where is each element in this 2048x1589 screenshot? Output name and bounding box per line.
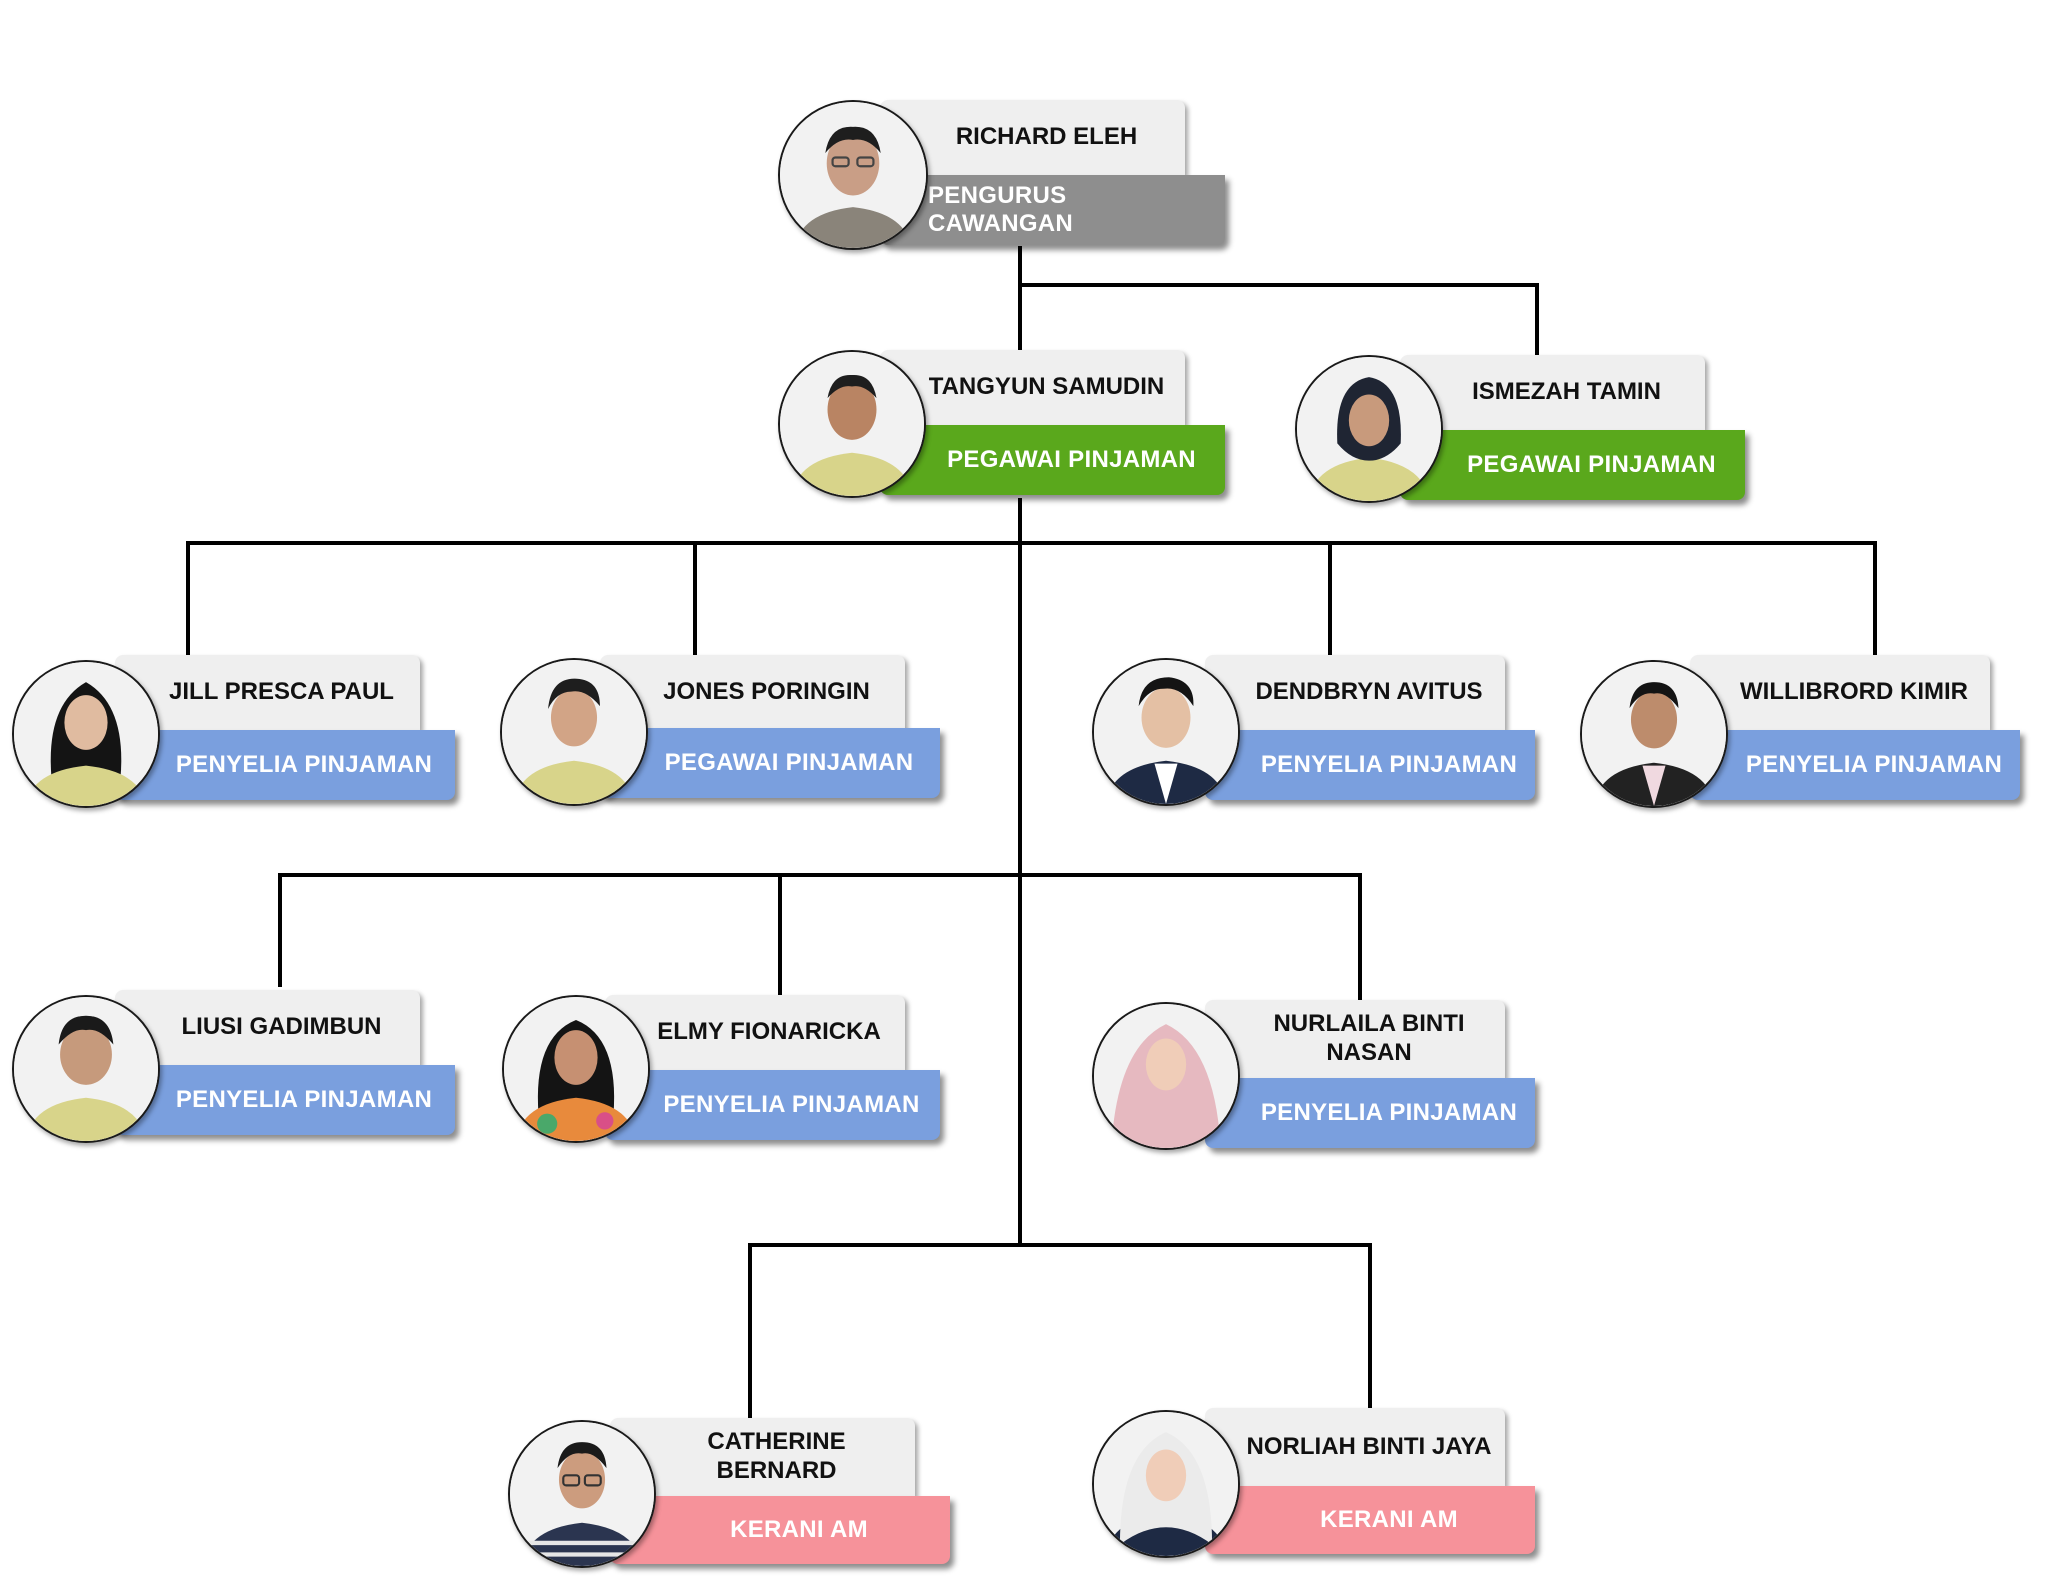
person-name: JILL PRESCA PAUL [169, 678, 394, 706]
role-label: PEGAWAI PINJAMAN [664, 749, 914, 776]
connector-manager-to-officers [1018, 246, 1539, 357]
avatar-photo [12, 660, 160, 808]
role-badge: PENGURUS CAWANGAN [880, 175, 1225, 245]
connector-row5 [748, 1243, 1372, 1420]
avatar-photo [12, 995, 160, 1143]
name-box: LIUSI GADIMBUN [115, 990, 420, 1065]
avatar-photo [778, 100, 928, 250]
role-label: PEGAWAI PINJAMAN [947, 446, 1196, 473]
role-badge: PEGAWAI PINJAMAN [600, 728, 940, 798]
role-badge: KERANI AM [1205, 1486, 1535, 1554]
role-label: PENYELIA PINJAMAN [1260, 751, 1518, 778]
connector-row4 [278, 873, 1362, 1002]
name-box: WILLIBRORD KIMIR [1690, 655, 1990, 730]
person-name: DENDBRYN AVITUS [1255, 678, 1483, 706]
person-name: RICHARD ELEH [955, 123, 1138, 151]
name-box: NORLIAH BINTI JAYA [1205, 1408, 1505, 1486]
person-name: ISMEZAH TAMIN [1472, 378, 1661, 406]
avatar-photo [1092, 658, 1240, 806]
name-box: ISMEZAH TAMIN [1400, 355, 1705, 430]
role-badge: PENYELIA PINJAMAN [1690, 730, 2020, 800]
person-name: ELMY FIONARICKA [657, 1018, 881, 1046]
person-name: JONES PORINGIN [663, 678, 870, 706]
avatar-photo [778, 350, 926, 498]
person-name: NURLAILA BINTI NASAN [1273, 1010, 1465, 1066]
name-box: NURLAILA BINTI NASAN [1205, 1000, 1505, 1078]
name-box: ELMY FIONARICKA [605, 995, 905, 1070]
role-badge: PENYELIA PINJAMAN [115, 730, 455, 800]
person-name: TANGYUN SAMUDIN [928, 373, 1165, 401]
role-badge: PEGAWAI PINJAMAN [1400, 430, 1745, 500]
person-name: NORLIAH BINTI JAYA [1246, 1432, 1492, 1460]
role-label: PENYELIA PINJAMAN [663, 1091, 920, 1118]
role-label: PENYELIA PINJAMAN [1260, 1099, 1518, 1126]
role-label: PENYELIA PINJAMAN [175, 1086, 433, 1113]
role-label: KERANI AM [1320, 1506, 1458, 1533]
role-badge: PENYELIA PINJAMAN [1205, 730, 1535, 800]
avatar-photo [508, 1420, 656, 1568]
name-box: CATHERINE BERNARD [610, 1418, 915, 1496]
role-label: PEGAWAI PINJAMAN [1467, 451, 1716, 478]
role-label: PENYELIA PINJAMAN [1745, 751, 2003, 778]
avatar-photo [500, 658, 648, 806]
name-box: RICHARD ELEH [880, 100, 1185, 175]
role-badge: KERANI AM [610, 1496, 950, 1564]
role-label: KERANI AM [730, 1516, 868, 1543]
role-badge: PEGAWAI PINJAMAN [880, 425, 1225, 495]
avatar-photo [1092, 1002, 1240, 1150]
person-name: WILLIBRORD KIMIR [1740, 678, 1968, 706]
role-badge: PENYELIA PINJAMAN [115, 1065, 455, 1135]
person-name: LIUSI GADIMBUN [181, 1013, 382, 1041]
role-badge: PENYELIA PINJAMAN [1205, 1078, 1535, 1148]
name-box: JONES PORINGIN [600, 655, 905, 730]
name-box: TANGYUN SAMUDIN [880, 350, 1185, 425]
role-badge: PENYELIA PINJAMAN [605, 1070, 940, 1140]
name-box: JILL PRESCA PAUL [115, 655, 420, 730]
role-label: PENYELIA PINJAMAN [175, 751, 433, 778]
avatar-photo [1092, 1410, 1240, 1558]
avatar-photo [1580, 660, 1728, 808]
connector-row3 [186, 541, 1877, 657]
avatar-photo [1295, 355, 1443, 503]
role-label: PENGURUS CAWANGAN [928, 182, 1074, 237]
name-box: DENDBRYN AVITUS [1205, 655, 1505, 730]
avatar-photo [502, 995, 650, 1143]
person-name: CATHERINE BERNARD [707, 1428, 846, 1484]
